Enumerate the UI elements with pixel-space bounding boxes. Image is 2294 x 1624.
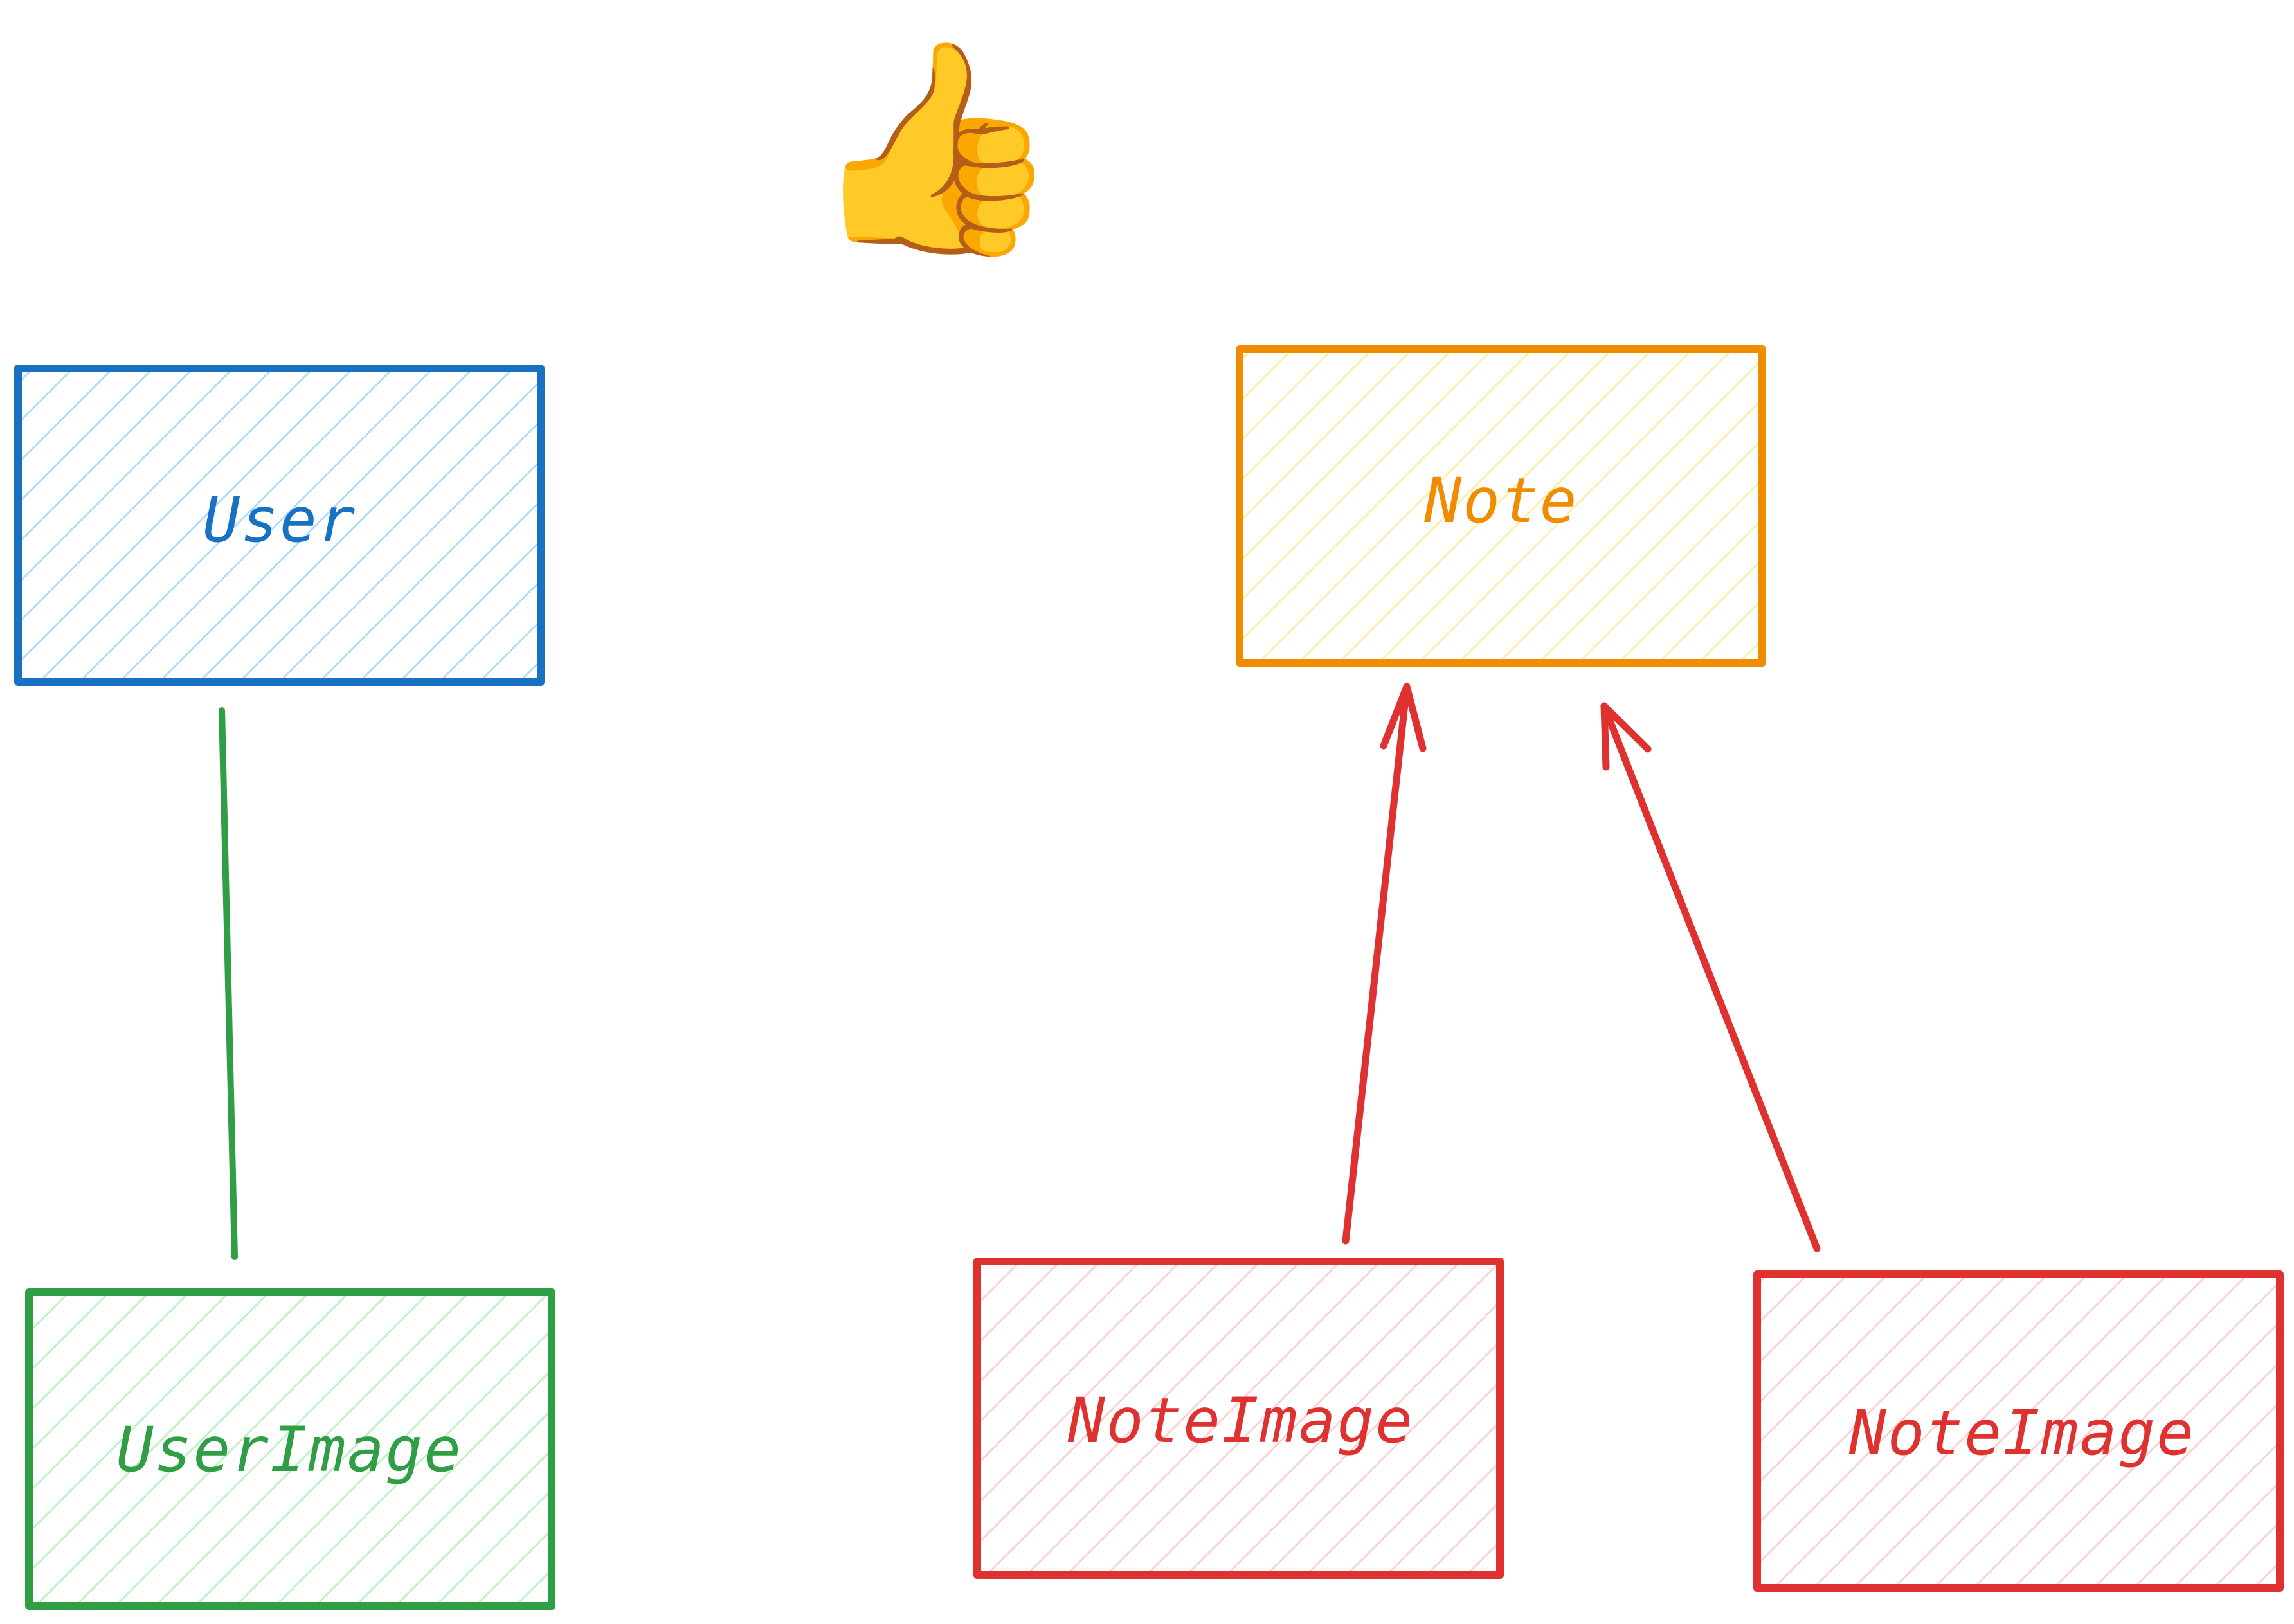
node-user[interactable]: User [14, 365, 545, 686]
node-note-image-1-label: NoteImage [1067, 1385, 1414, 1457]
node-user-image-label: UserImage [116, 1414, 462, 1486]
edge-noteimage1-to-note[interactable] [1342, 683, 1427, 1245]
node-note-image-2[interactable]: NoteImage [1753, 1270, 2284, 1592]
thumbs-up-icon: 👍 [808, 28, 1063, 267]
node-user-image[interactable]: UserImage [25, 1288, 555, 1610]
node-note-image-2-label: NoteImage [1848, 1397, 2195, 1469]
node-note-image-1[interactable]: NoteImage [973, 1258, 1504, 1579]
edge-noteimage2-to-note[interactable] [1600, 702, 1821, 1252]
node-note[interactable]: Note [1236, 345, 1766, 667]
arrowhead-icon [1600, 702, 1652, 771]
node-note-label: Note [1423, 465, 1578, 537]
node-user-label: User [203, 484, 356, 556]
edge-user-to-userimage [219, 707, 238, 1260]
arrowhead-icon [1380, 683, 1427, 752]
